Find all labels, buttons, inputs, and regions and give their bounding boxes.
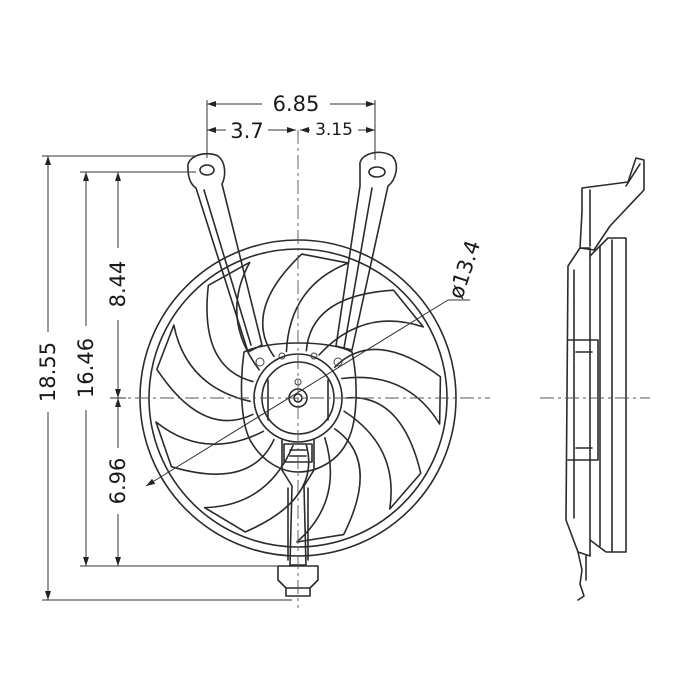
- fan-blade: [261, 253, 350, 358]
- dimension-labels: 6.85 3.7 3.15 ø13.4 18.55 16.46 8.44 6.9…: [36, 92, 485, 504]
- fan-blade: [333, 348, 442, 425]
- right-mount-arm: [335, 151, 398, 351]
- fan-blade: [296, 428, 361, 543]
- fan-blade: [305, 289, 425, 356]
- dim-diameter: ø13.4: [444, 237, 485, 301]
- side-view: [540, 157, 650, 601]
- dim-lower-height: 6.96: [106, 458, 130, 505]
- dim-right-offset: 3.15: [315, 120, 353, 140]
- left-mount-arm: [187, 152, 263, 353]
- fan-blade: [343, 396, 422, 510]
- dim-left-offset: 3.7: [230, 119, 263, 143]
- front-center-lines: [110, 130, 490, 608]
- fan-blade: [206, 261, 260, 383]
- fan-blade: [203, 444, 310, 533]
- front-view: [110, 130, 490, 608]
- dimension-lines: [42, 100, 470, 601]
- dim-mount-height: 16.46: [74, 338, 98, 398]
- fan-blade: [155, 421, 275, 475]
- dim-top-width: 6.85: [273, 92, 320, 116]
- dim-overall-height: 18.55: [36, 342, 60, 402]
- fan-blades: [155, 253, 442, 543]
- fan-blade: [156, 324, 254, 422]
- dim-upper-height: 8.44: [106, 261, 130, 308]
